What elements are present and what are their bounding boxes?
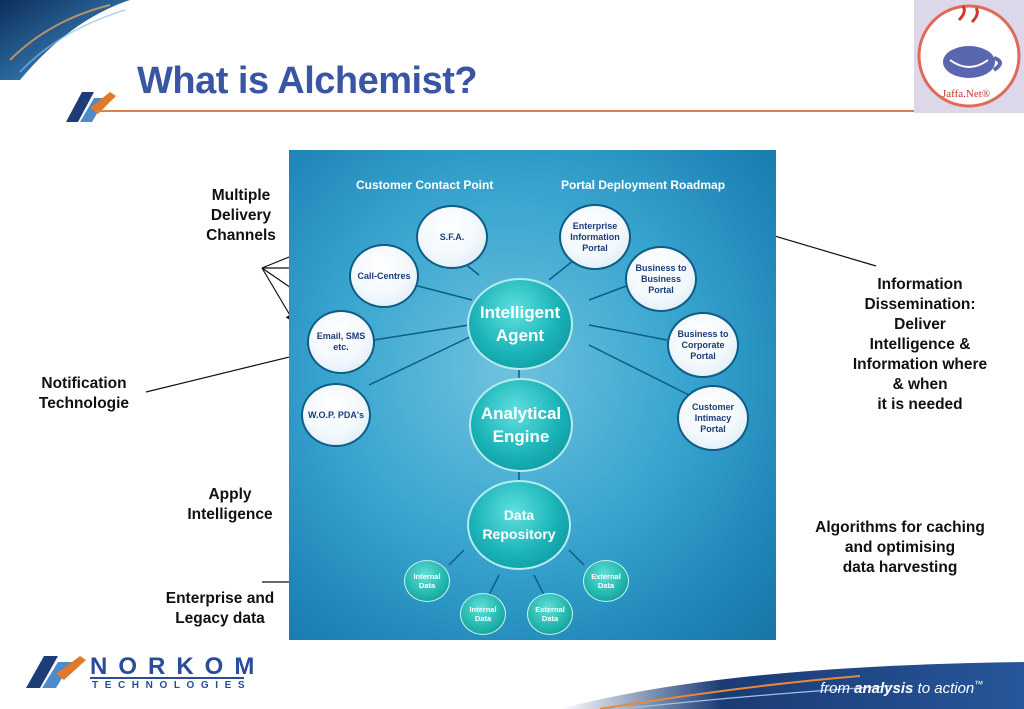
node-wop-pda: W.O.P. PDA's — [301, 383, 371, 447]
norkom-wordmark: NORKOM — [90, 653, 266, 680]
note-line: & when — [892, 376, 948, 393]
header-customer-contact: Customer Contact Point — [356, 178, 494, 192]
note-line: Dissemination: — [864, 296, 976, 313]
corner-graphic — [0, 0, 130, 80]
note-multiple-delivery: Multiple Delivery Channels — [186, 186, 296, 246]
source-label: Internal — [413, 572, 441, 581]
note-line: Deliver — [894, 316, 946, 333]
note-algorithms: Algorithms for caching and optimising da… — [794, 518, 1006, 578]
node-b2c-portal: Business to Corporate Portal — [667, 312, 739, 378]
source-label: Internal — [469, 605, 497, 614]
repository-line-2: Repository — [482, 526, 556, 542]
note-line: Algorithms for caching — [815, 519, 985, 536]
source-label: External — [591, 572, 621, 581]
source-label: Data — [541, 614, 559, 623]
note-line: Information — [877, 276, 963, 293]
note-notification: Notification Technologie — [20, 374, 148, 414]
node-enterprise-portal: Enterprise Information Portal — [559, 204, 631, 270]
engine-line-2: Engine — [492, 427, 550, 446]
agent-line-1: Intelligent — [479, 303, 561, 322]
note-information-dissemination: Information Dissemination: Deliver Intel… — [834, 275, 1006, 415]
note-line: Delivery — [210, 207, 272, 224]
source-label: Data — [474, 614, 492, 623]
note-line: Notification — [41, 375, 127, 392]
node-b2b-portal: Business to Business Portal — [625, 246, 697, 312]
note-line: Intelligence — [187, 506, 273, 523]
repository-line-1: Data — [503, 507, 535, 523]
note-line: it is needed — [877, 396, 963, 413]
note-line: Technologie — [38, 395, 130, 412]
note-line: data harvesting — [842, 559, 958, 576]
node-email-sms: Email, SMS etc. — [307, 310, 375, 374]
node-customer-intimacy: Customer Intimacy Portal — [677, 385, 749, 451]
tagline-bold: analysis — [854, 680, 914, 697]
note-line: Information where — [852, 356, 988, 373]
page-title: What is Alchemist? — [137, 60, 478, 102]
diagram-connectors — [368, 254, 690, 596]
coffee-cup-icon — [917, 4, 1021, 108]
norkom-divider — [90, 677, 244, 679]
node-sfa: S.F.A. — [416, 205, 488, 269]
footer-band — [560, 662, 1024, 709]
source-label: External — [535, 605, 565, 614]
note-line: Legacy data — [175, 610, 265, 627]
note-line: Multiple — [211, 187, 271, 204]
norkom-subtitle: TECHNOLOGIES — [92, 680, 252, 691]
norkom-logo-icon — [26, 656, 86, 688]
title-underline — [95, 110, 915, 112]
tagline-post: to action — [913, 680, 975, 697]
header-portal-roadmap: Portal Deployment Roadmap — [561, 178, 726, 192]
tagline: from analysis to action™ — [820, 679, 983, 697]
note-line: Apply — [208, 486, 252, 503]
tagline-tm: ™ — [974, 679, 984, 689]
note-line: Intelligence & — [869, 336, 971, 353]
source-label: Data — [418, 581, 436, 590]
note-line: Enterprise and — [165, 590, 275, 607]
norkom-mark-icon — [66, 92, 116, 122]
engine-line-1: Analytical — [480, 404, 562, 423]
agent-line-2: Agent — [495, 326, 545, 345]
jaffa-logo-text: Jaffa.Net® — [942, 88, 991, 100]
source-label: Data — [597, 581, 615, 590]
note-line: and optimising — [844, 539, 956, 556]
tagline-pre: from — [820, 680, 855, 697]
jaffa-logo: Jaffa.Net® — [914, 0, 1024, 113]
note-enterprise-legacy: Enterprise and Legacy data — [150, 589, 290, 629]
node-call-centres: Call-Centres — [349, 244, 419, 308]
note-apply-intelligence: Apply Intelligence — [170, 485, 290, 525]
note-line: Channels — [206, 227, 276, 244]
alchemist-diagram: Customer Contact Point Portal Deployment… — [289, 150, 776, 640]
